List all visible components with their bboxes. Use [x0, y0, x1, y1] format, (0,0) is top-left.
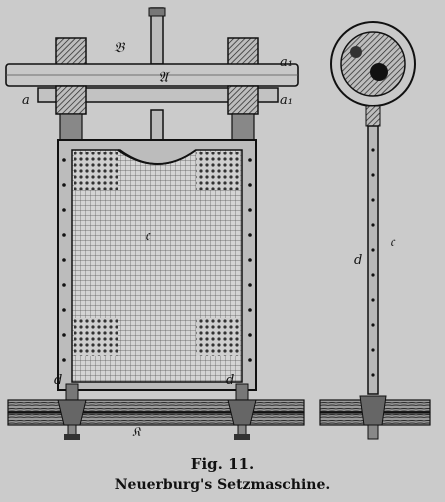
label-b: 𝔅	[114, 40, 126, 56]
figure-title: Neuerburg's Setzmaschine.	[114, 477, 331, 493]
label-d-side: d	[354, 253, 362, 268]
figure-number: Fig. 11.	[190, 455, 255, 473]
label-a-main: 𝔄	[158, 68, 171, 86]
label-a1-top: a₁	[280, 55, 293, 70]
label-d-left: d	[54, 373, 62, 388]
label-d-right: d	[226, 373, 234, 388]
side-elevation	[319, 21, 431, 440]
label-k-base: 𝔎	[132, 425, 142, 440]
setzmaschine-drawing: 𝔅 𝔄 a₁ a₁ a 𝔠 d d 𝔎 𝔠 d	[5, 7, 431, 440]
label-c-side: 𝔠	[390, 234, 396, 250]
label-c-screen: 𝔠	[145, 226, 152, 244]
label-a-left: a	[22, 93, 30, 108]
label-a1-bottom: a₁	[280, 93, 293, 108]
main-elevation	[5, 7, 305, 440]
